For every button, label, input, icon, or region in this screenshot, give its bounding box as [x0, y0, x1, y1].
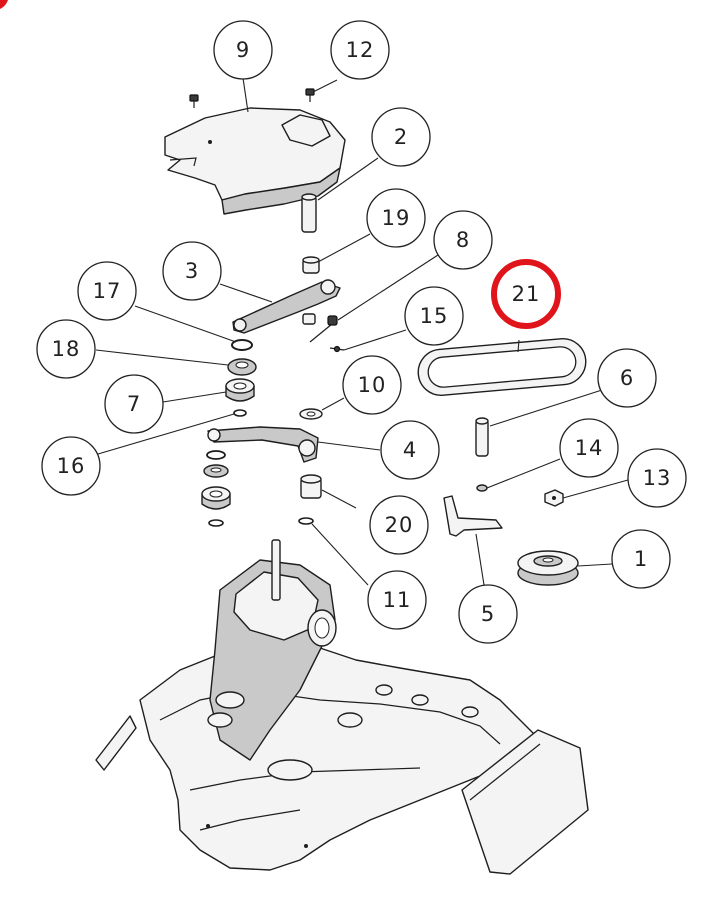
callout-label-11: 11: [383, 588, 412, 612]
callout-label-4: 4: [403, 438, 417, 462]
callout-label-13: 13: [643, 466, 672, 490]
callout-label-18: 18: [52, 337, 81, 361]
callout-label-3: 3: [185, 259, 199, 283]
callout-12[interactable]: 12: [330, 20, 390, 80]
part-cover: [164, 107, 346, 215]
part-screw-15: [329, 345, 345, 353]
part-belt-21: [417, 337, 587, 397]
callout-13[interactable]: 13: [627, 448, 687, 508]
part-washer-11: [298, 517, 314, 525]
callout-7[interactable]: 7: [104, 374, 164, 434]
callout-11[interactable]: 11: [367, 570, 427, 630]
callout-label-7: 7: [127, 392, 141, 416]
callout-17[interactable]: 17: [77, 261, 137, 321]
callout-label-14: 14: [575, 436, 604, 460]
part-washer-14: [476, 484, 488, 492]
callout-label-2: 2: [394, 125, 408, 149]
callout-label-15: 15: [420, 304, 449, 328]
part-pulley-1: [517, 550, 579, 586]
part-bushing-19: [302, 256, 320, 274]
part-base-assembly: [95, 539, 589, 875]
callout-label-10: 10: [358, 373, 387, 397]
callout-label-12: 12: [346, 38, 375, 62]
part-bearing-18: [227, 358, 257, 376]
leader-lines: [95, 77, 629, 586]
callout-6[interactable]: 6: [597, 348, 657, 408]
part-bearing-7: [225, 378, 255, 402]
callout-label-8: 8: [456, 228, 470, 252]
callout-15[interactable]: 15: [404, 286, 464, 346]
callout-label-20: 20: [385, 513, 414, 537]
part-bracket-5: [443, 495, 503, 537]
callout-label-21: 21: [512, 282, 541, 306]
callout-21[interactable]: 21: [491, 259, 561, 329]
callout-label-5: 5: [481, 602, 495, 626]
callout-4[interactable]: 4: [380, 420, 440, 480]
callout-label-17: 17: [93, 279, 122, 303]
callout-10[interactable]: 10: [342, 355, 402, 415]
callout-label-16: 16: [57, 454, 86, 478]
callout-label-6: 6: [620, 366, 634, 390]
callout-16[interactable]: 16: [41, 436, 101, 496]
callout-label-19: 19: [382, 206, 411, 230]
part-nut-13: [544, 489, 564, 507]
part-arm-4: [207, 426, 319, 463]
callout-label-9: 9: [236, 38, 250, 62]
callout-1[interactable]: 1: [611, 529, 671, 589]
callout-19[interactable]: 19: [366, 188, 426, 248]
callout-8[interactable]: 8: [433, 210, 493, 270]
callout-label-1: 1: [634, 547, 648, 571]
part-arm-3: [232, 279, 341, 334]
callout-5[interactable]: 5: [458, 584, 518, 644]
part-bolts-12: [189, 88, 315, 108]
part-ring-17: [231, 339, 253, 351]
callout-2[interactable]: 2: [371, 107, 431, 167]
corner-red-mark: [0, 0, 8, 9]
callout-14[interactable]: 14: [559, 418, 619, 478]
part-bushing-20: [300, 474, 322, 499]
part-bearing-stack: [201, 450, 231, 527]
callout-18[interactable]: 18: [36, 319, 96, 379]
part-bolt-8: [309, 315, 338, 343]
part-washer-10: [299, 408, 323, 420]
part-washer-16: [233, 409, 247, 417]
callout-3[interactable]: 3: [162, 241, 222, 301]
part-pin-2: [301, 193, 317, 233]
part-pin-6: [475, 417, 489, 457]
callout-9[interactable]: 9: [213, 20, 273, 80]
callout-20[interactable]: 20: [369, 495, 429, 555]
